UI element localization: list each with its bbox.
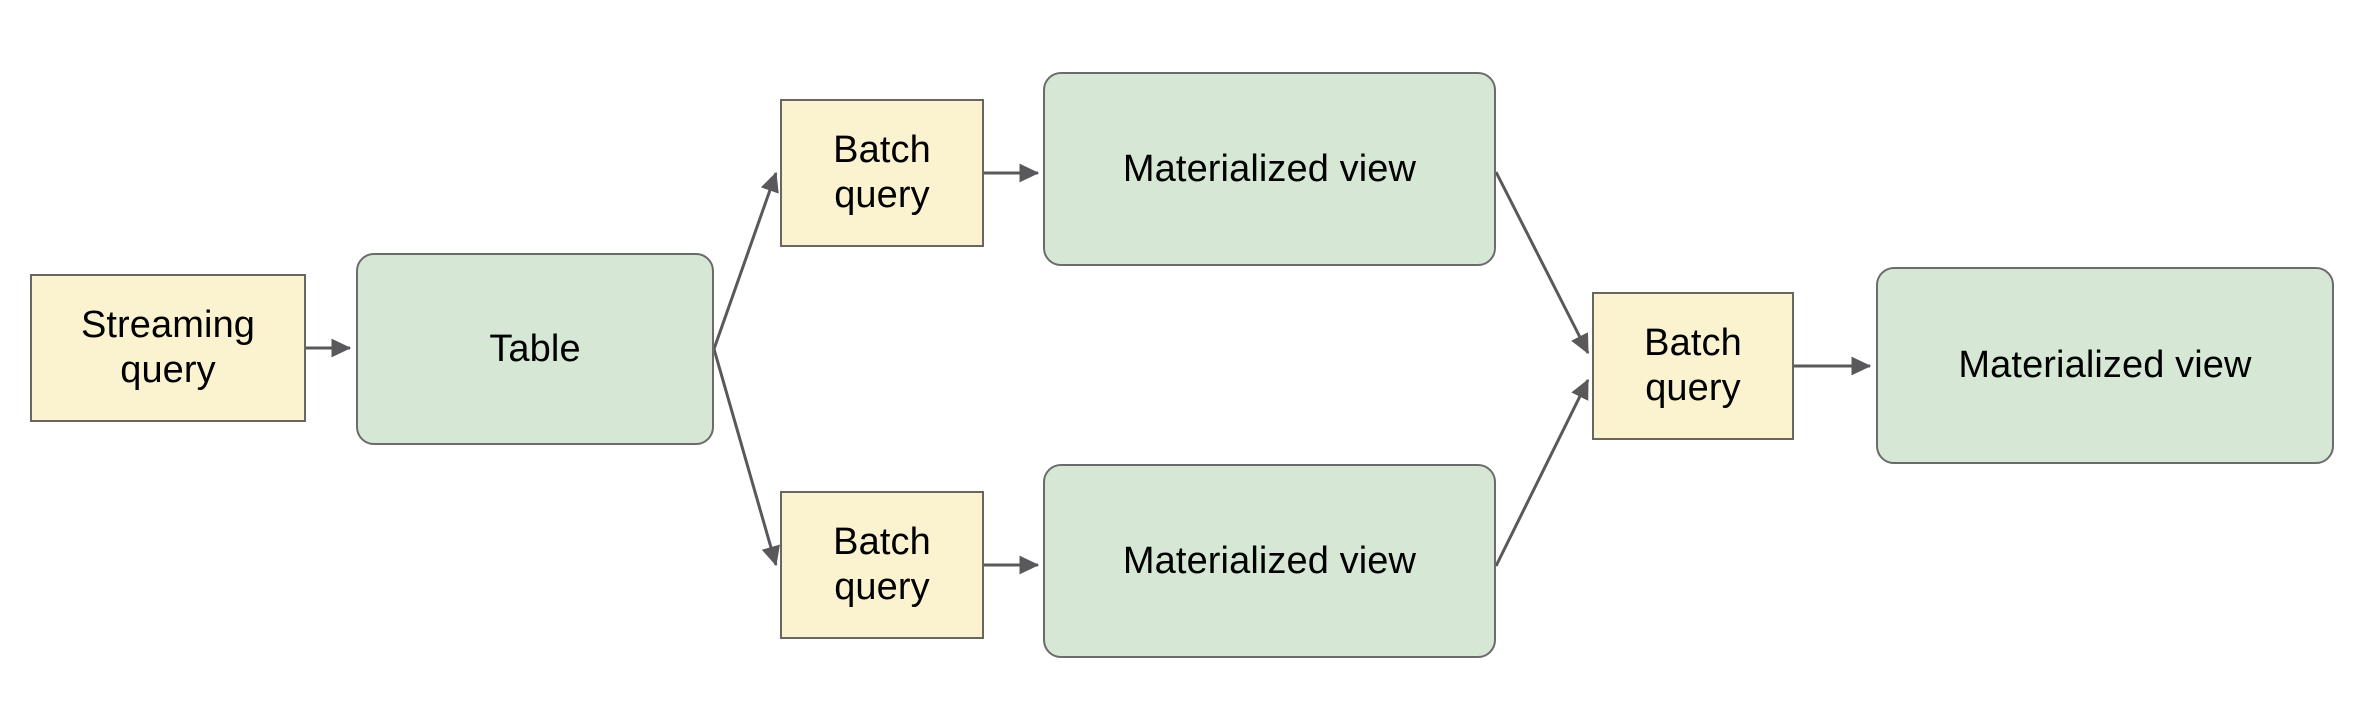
edge-table-to-batch-query-top [712,171,779,350]
node-batch-query-center[interactable]: Batch query [1592,292,1794,440]
node-table[interactable]: Table [356,253,714,445]
node-batch-query-top[interactable]: Batch query [780,99,984,247]
node-batch-query-bottom[interactable]: Batch query [780,491,984,639]
node-batch-query-top-label: Batch query [833,129,931,216]
node-batch-query-bottom-label: Batch query [833,521,931,608]
edge-materialized-view-top-to-batch-query-center [1494,171,1590,355]
node-materialized-view-bottom[interactable]: Materialized view [1043,464,1496,658]
node-materialized-view-right-label: Materialized view [1958,344,2252,387]
node-streaming-query-label: Streaming query [80,304,256,391]
node-streaming-query[interactable]: Streaming query [30,274,306,422]
node-batch-query-center-label: Batch query [1644,322,1742,409]
node-table-label: Table [489,327,581,370]
node-materialized-view-top-label: Materialized view [1122,147,1417,190]
node-materialized-view-right[interactable]: Materialized view [1876,267,2334,464]
edge-table-to-batch-query-bottom [712,348,780,567]
node-materialized-view-bottom-label: Materialized view [1122,539,1417,582]
edge-materialized-view-bottom-to-batch-query-center [1494,378,1590,567]
node-materialized-view-top[interactable]: Materialized view [1043,72,1496,266]
